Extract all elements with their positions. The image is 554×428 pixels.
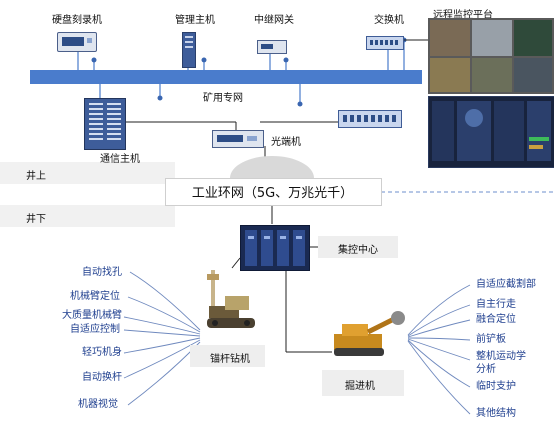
mine-network-label: 矿用专网 — [203, 93, 243, 104]
roadheader-machine — [332, 310, 408, 358]
relay-gateway-label: 中继网关 — [254, 15, 294, 26]
remote-video-wall — [428, 18, 554, 94]
ring-network-label: 工业环网（5G、万兆光千） — [191, 186, 354, 201]
below-ground-label: 井下 — [26, 214, 46, 225]
bolter-feature-4: 自适应控制 — [70, 324, 120, 335]
bolter-feature-5: 轻巧机身 — [82, 347, 122, 358]
optical-terminal-label: 光端机 — [271, 137, 301, 148]
bolter-feature-3: 大质量机械臂 — [62, 310, 122, 321]
above-ground-label: 井上 — [26, 171, 46, 182]
access-switch-device — [338, 110, 402, 128]
roadheader-feature-7: 临时支护 — [476, 381, 516, 392]
roadheader-feature-8: 其他结构 — [476, 408, 516, 419]
switch-label: 交换机 — [374, 15, 404, 26]
management-host-device — [182, 32, 196, 68]
network-bus-bar — [30, 70, 422, 84]
bolter-label-bg — [190, 345, 265, 367]
roadheader-label: 掘进机 — [345, 381, 375, 392]
disk-recorder-device — [57, 32, 97, 52]
roadheader-feature-2: 自主行走 — [476, 299, 516, 310]
roadheader-label-bg — [322, 370, 404, 396]
control-center-label: 集控中心 — [338, 245, 378, 256]
comm-host-device — [84, 98, 126, 150]
below-ground-band — [0, 205, 175, 227]
bolter-machine — [203, 270, 261, 332]
bolter-feature-7: 机器视觉 — [78, 399, 118, 410]
roadheader-fan-lines — [407, 284, 471, 415]
bolter-fan-lines — [123, 271, 201, 406]
disk-recorder-label: 硬盘刻录机 — [52, 15, 102, 26]
management-host-label: 管理主机 — [175, 15, 215, 26]
roadheader-feature-4: 前铲板 — [476, 334, 506, 345]
bolter-feature-1: 自动找孔 — [82, 267, 122, 278]
ring-network-box — [165, 178, 382, 206]
optical-terminal-device — [212, 130, 264, 148]
control-center-label-bg — [318, 236, 398, 258]
switch-device — [366, 36, 404, 50]
relay-gateway-device — [257, 40, 287, 54]
roadheader-feature-6: 分析 — [476, 364, 496, 375]
bolter-feature-2: 机械臂定位 — [70, 291, 120, 302]
remote-platform-label: 远程监控平台 — [433, 10, 493, 21]
bolter-label: 锚杆钻机 — [210, 354, 250, 365]
roadheader-feature-3: 融合定位 — [476, 314, 516, 325]
control-center-device — [240, 225, 310, 271]
remote-dashboard-screen — [428, 96, 554, 168]
above-ground-band — [0, 162, 175, 184]
roadheader-feature-5: 整机运动学 — [476, 351, 526, 362]
comm-host-label: 通信主机 — [100, 154, 140, 165]
roadheader-feature-1: 自适应截割部 — [476, 279, 536, 290]
bolter-feature-6: 自动换杆 — [82, 372, 122, 383]
